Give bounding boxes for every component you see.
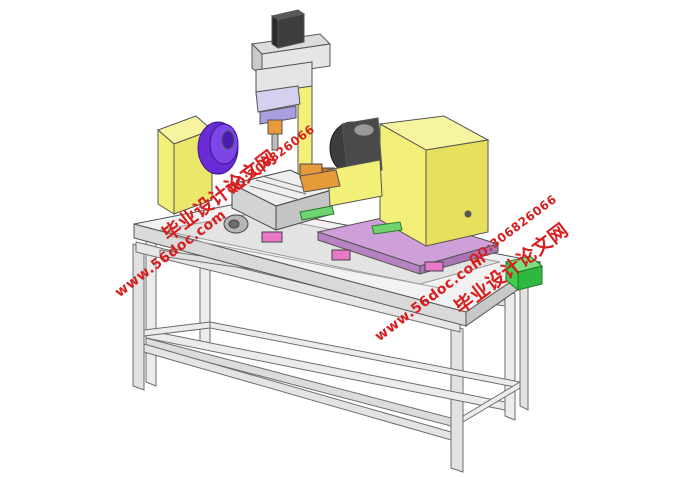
lead-screw	[299, 205, 403, 235]
sliding-plate	[316, 213, 500, 275]
drilling-head	[250, 9, 332, 179]
pink-blocks	[261, 231, 444, 272]
headstock	[299, 115, 490, 247]
feed-motor	[504, 255, 544, 292]
left-gearbox	[157, 115, 239, 215]
